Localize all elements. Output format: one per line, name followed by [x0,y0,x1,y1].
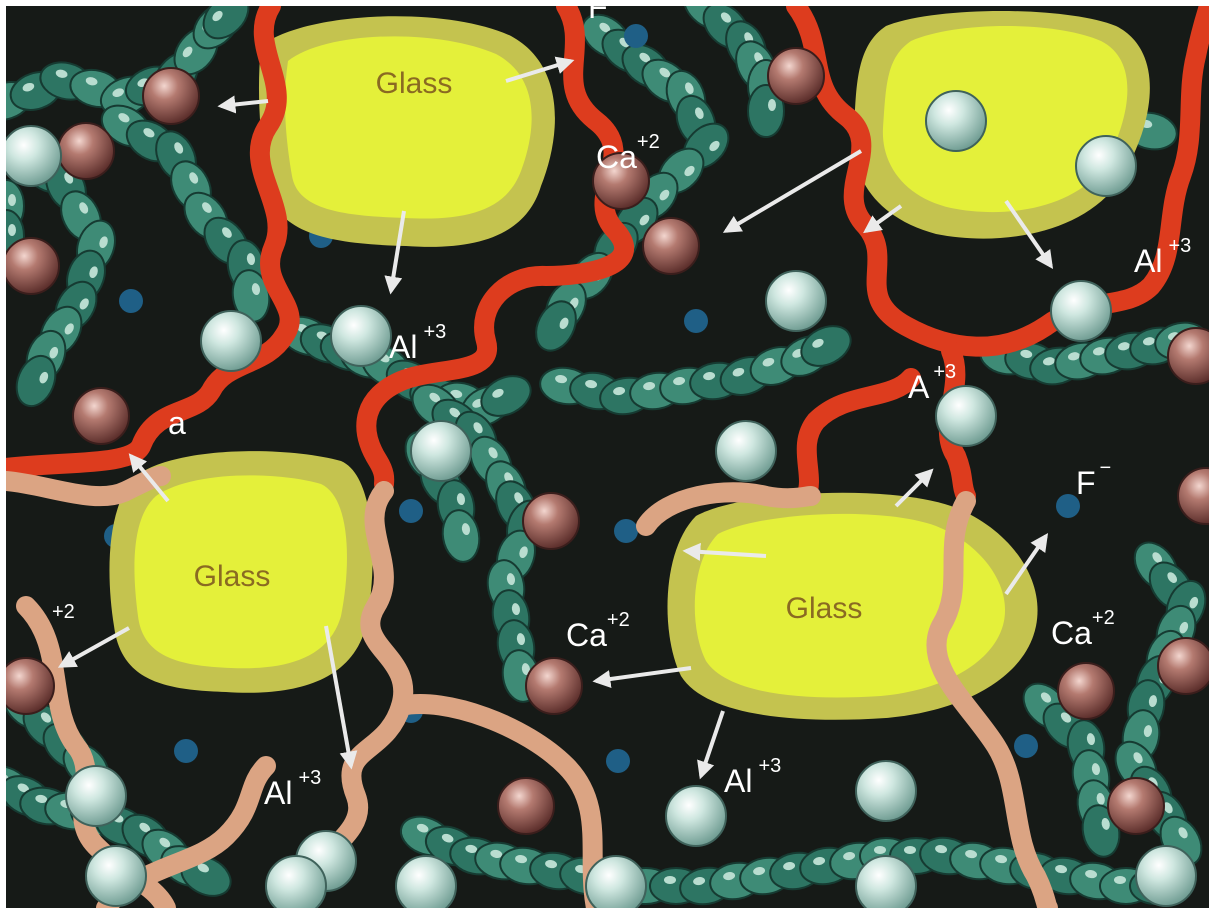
aluminium-ion [926,91,986,151]
glass-label-left: Glass [194,560,271,593]
aluminium-ion [86,846,146,906]
aluminium-ion [331,306,391,366]
ion-label-f-top: F [588,6,608,25]
aluminium-ion [666,786,726,846]
glass-particle-right: Glass [667,493,1037,720]
aluminium-ion [766,271,826,331]
aluminium-ion [66,766,126,826]
calcium-ion [6,238,59,294]
ion-label-partial-left: a [168,405,186,441]
aluminium-ion [201,311,261,371]
glass-particle-top: Glass [259,16,555,247]
fluoride-dot [624,24,648,48]
aluminium-ion [6,126,61,186]
ion-label-charge-left: +2 [52,601,75,623]
aluminium-ion [396,856,456,908]
aluminium-ion [586,856,646,908]
fluoride-dot [1014,734,1038,758]
calcium-ion [768,48,824,104]
calcium-ion [1108,778,1164,834]
aluminium-ion [716,421,776,481]
aluminium-ion [1051,281,1111,341]
calcium-ion [498,778,554,834]
calcium-ion [6,658,54,714]
calcium-ion [73,388,129,444]
glass-label-top: Glass [376,67,453,100]
fluoride-dot [399,499,423,523]
calcium-ion [523,493,579,549]
aluminium-ion [856,761,916,821]
fluoride-dot [119,289,143,313]
calcium-ion [1058,663,1114,719]
glass-label-right: Glass [786,592,863,625]
fluoride-dot [606,749,630,773]
aluminium-ion [856,856,916,908]
glass-ionomer-setting-diagram: Glass Glass Glass [6,6,1209,908]
aluminium-ion [411,421,471,481]
aluminium-ion [266,856,326,908]
calcium-ion [1158,638,1209,694]
aluminium-ion [936,386,996,446]
aluminium-ion [1136,846,1196,906]
fluoride-dot [684,309,708,333]
aluminium-ion [1076,136,1136,196]
calcium-ion [58,123,114,179]
fluoride-dot [174,739,198,763]
calcium-ion [526,658,582,714]
fluoride-dot [614,519,638,543]
calcium-ion [143,68,199,124]
calcium-ion [643,218,699,274]
